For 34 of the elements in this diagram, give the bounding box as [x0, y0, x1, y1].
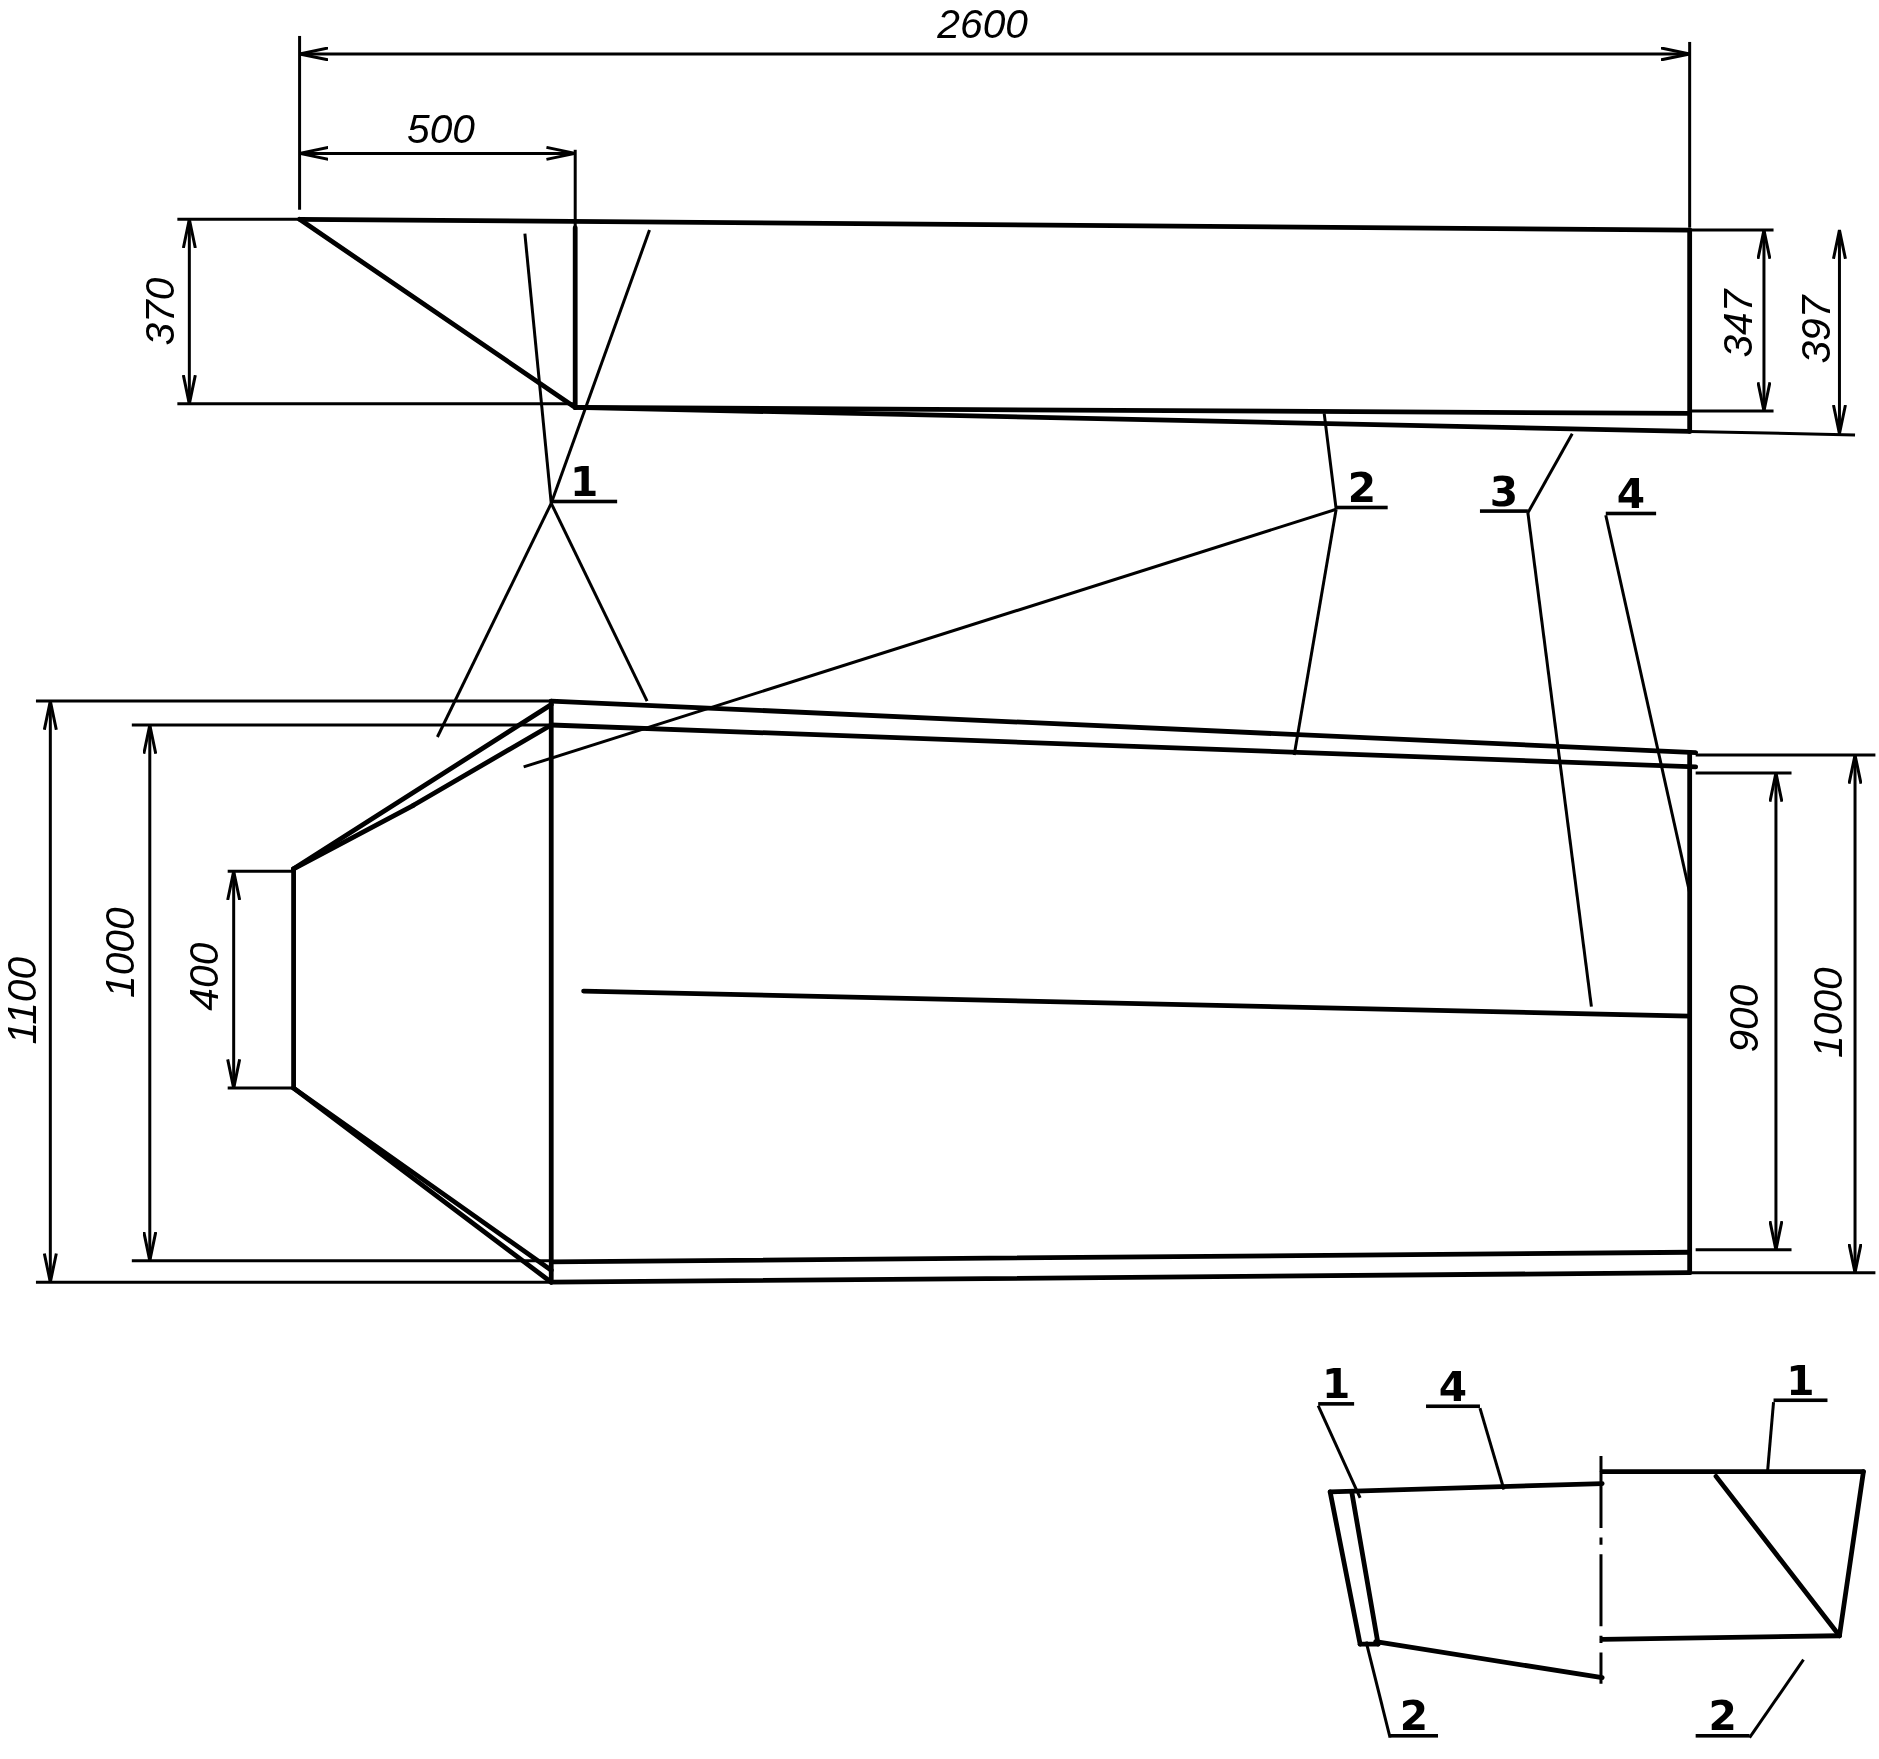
leader-line: [1292, 509, 1338, 756]
dimension-label: 900: [1723, 984, 1764, 1053]
leader-line: [1748, 1658, 1805, 1739]
dimension-label: 500: [407, 107, 475, 149]
callout-number: 2: [1336, 466, 1388, 510]
leader-line: [549, 502, 649, 702]
leader-line: [523, 233, 553, 504]
callout-number: 1: [551, 460, 618, 504]
dimension-label: 370: [139, 277, 180, 346]
dimension-label: 400: [183, 942, 225, 1011]
leader-line: [1526, 512, 1593, 1007]
dimension-label: 2600: [937, 3, 1028, 45]
leader-line: [1766, 1401, 1776, 1472]
leader-line: [1478, 1407, 1506, 1490]
leader-line: [436, 502, 553, 738]
callout-number: 4: [1426, 1364, 1480, 1409]
callout-number: 1: [1318, 1362, 1355, 1406]
dimension-label: 1000: [99, 907, 141, 998]
callout-number: 2: [1695, 1694, 1750, 1738]
callout-number: 2: [1390, 1694, 1438, 1738]
leader-line: [1322, 413, 1338, 510]
leader-line: [1604, 514, 1692, 894]
dimension-label: 397: [1795, 295, 1836, 364]
leader-line: [523, 507, 1337, 769]
dimension-label: 347: [1717, 289, 1758, 358]
callout-number: 3: [1479, 469, 1528, 513]
dimension-label: 1000: [1807, 967, 1848, 1058]
leader-line: [1526, 433, 1574, 514]
leader-line: [1364, 1641, 1392, 1738]
leader-line: [549, 229, 651, 504]
dimension-label: 1100: [1, 956, 42, 1045]
leader-line: [1316, 1405, 1362, 1499]
callout-number: 1: [1773, 1358, 1828, 1403]
callout-number: 4: [1605, 472, 1657, 516]
